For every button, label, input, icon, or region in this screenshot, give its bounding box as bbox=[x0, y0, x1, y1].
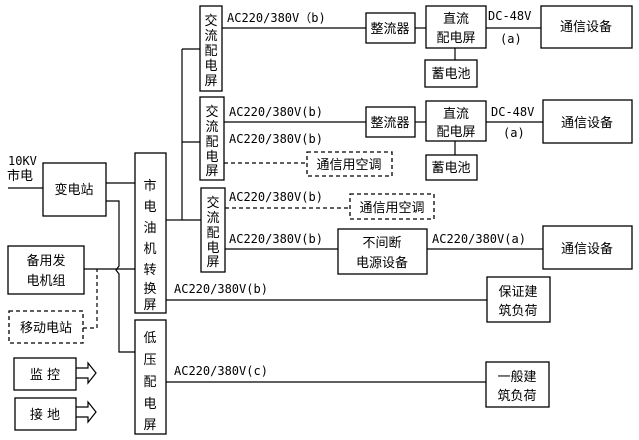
grounding-label: 接 地 bbox=[30, 407, 60, 423]
source-voltage-label: 10KV bbox=[8, 154, 37, 168]
general-load-label-line2: 筑负荷 bbox=[497, 388, 536, 404]
line-label-ac-b: AC220/380V(b) bbox=[174, 282, 268, 296]
comm-equipment-1-box[interactable]: 通信设备 bbox=[540, 5, 633, 49]
guaranteed-load-box[interactable]: 保证建 筑负荷 bbox=[486, 276, 551, 323]
line-label-ac-b: AC220/380V(b) bbox=[229, 105, 323, 119]
guaranteed-load-label-line1: 保证建 bbox=[498, 285, 537, 300]
line-label-dc: DC-48V bbox=[491, 105, 534, 119]
transfer-panel-char: 油 bbox=[143, 221, 156, 236]
line-label-ac-b: AC220/380V(b) bbox=[229, 190, 323, 204]
ac-panel-1-box[interactable]: 交 流 配 电 屏 bbox=[199, 5, 223, 92]
dc-panel-2-box[interactable]: 直流 配电屏 bbox=[425, 100, 487, 142]
comm-equipment-2-box[interactable]: 通信设备 bbox=[542, 99, 633, 144]
line-label-ac-b: AC220/380V(b) bbox=[229, 232, 323, 246]
dc-panel-label-line2: 配电屏 bbox=[436, 31, 475, 46]
monitor-label: 监 控 bbox=[30, 368, 60, 383]
ac-panel-char: 电 bbox=[206, 241, 219, 256]
transfer-panel-char: 屏 bbox=[143, 298, 156, 313]
rectifier-2-box[interactable]: 整流器 bbox=[365, 106, 416, 138]
lv-panel-char: 低 bbox=[143, 331, 156, 346]
ac-panel-char: 交 bbox=[206, 195, 219, 211]
substation-to-lvpanel-line bbox=[106, 200, 135, 353]
comm-aircon-label: 通信用空调 bbox=[359, 201, 424, 216]
battery-label: 蓄电池 bbox=[431, 161, 470, 176]
connection-lines bbox=[8, 27, 543, 424]
comm-equipment-label: 通信设备 bbox=[560, 19, 612, 35]
ups-label-line2: 电源设备 bbox=[356, 255, 408, 271]
grounding-arrow-icon bbox=[76, 400, 97, 424]
rectifier-label: 整流器 bbox=[370, 116, 409, 131]
line-label-dc: DC-48V bbox=[488, 9, 531, 23]
ac-panel-char: 配 bbox=[204, 44, 217, 59]
transfer-panel-char: 市 bbox=[143, 178, 156, 194]
comm-aircon-2-box[interactable]: 通信用空调 bbox=[349, 193, 435, 220]
ups-label-line1: 不间断 bbox=[362, 236, 401, 251]
ac-panel-char: 流 bbox=[204, 29, 217, 44]
lv-panel-char: 电 bbox=[143, 397, 156, 412]
general-load-label-line1: 一般建 bbox=[497, 369, 536, 385]
transfer-panel-char: 转 bbox=[143, 263, 156, 278]
comm-equipment-label: 通信设备 bbox=[561, 241, 613, 257]
rectifier-1-box[interactable]: 整流器 bbox=[365, 12, 416, 44]
grounding-box[interactable]: 接 地 bbox=[14, 397, 77, 431]
ac-panel-char: 屏 bbox=[206, 255, 219, 270]
ac-panel-char: 配 bbox=[205, 135, 218, 150]
monitor-arrow-icon bbox=[76, 361, 97, 385]
ac-panel-char: 流 bbox=[206, 211, 219, 226]
dc-panel-1-box[interactable]: 直流 配电屏 bbox=[425, 5, 487, 49]
generator-label-line1: 备用发 bbox=[26, 253, 65, 269]
ac-panel-char: 交 bbox=[205, 104, 218, 120]
dc-panel-label-line2: 配电屏 bbox=[436, 125, 475, 140]
battery-2-box[interactable]: 蓄电池 bbox=[425, 154, 478, 181]
mobile-to-generator-line bbox=[83, 269, 98, 329]
source-name-label: 市电 bbox=[7, 168, 33, 184]
rectifier-label: 整流器 bbox=[370, 22, 409, 37]
line-label-ac-c: AC220/380V(c) bbox=[174, 364, 268, 378]
ac-panel-char: 电 bbox=[204, 59, 217, 74]
substation-box[interactable]: 变电站 bbox=[42, 162, 107, 217]
battery-label: 蓄电池 bbox=[431, 67, 470, 82]
mobile-station-box[interactable]: 移动电站 bbox=[8, 310, 84, 344]
comm-equipment-3-box[interactable]: 通信设备 bbox=[542, 225, 633, 270]
generator-label-line2: 电机组 bbox=[26, 274, 65, 289]
line-label-dc-a: (a) bbox=[503, 126, 525, 140]
backup-generator-box[interactable]: 备用发 电机组 bbox=[7, 245, 85, 295]
ac-panel-char: 配 bbox=[206, 226, 219, 241]
lv-panel-char: 配 bbox=[143, 375, 156, 390]
battery-1-box[interactable]: 蓄电池 bbox=[424, 59, 478, 88]
line-label-dc-a: (a) bbox=[500, 32, 522, 46]
comm-equipment-label: 通信设备 bbox=[561, 115, 613, 131]
ac-panel-char: 屏 bbox=[204, 74, 217, 89]
transfer-panel-char: 机 bbox=[143, 242, 156, 257]
ac-panel-char: 电 bbox=[205, 150, 218, 165]
monitor-box[interactable]: 监 控 bbox=[13, 357, 77, 391]
substation-label: 变电站 bbox=[54, 182, 93, 198]
line-label-ac-b: AC220/380V(b) bbox=[229, 132, 323, 146]
dc-panel-label-line1: 直流 bbox=[443, 107, 469, 122]
line-label-ac-b: AC220/380V（b) bbox=[227, 11, 326, 25]
ac-panel-char: 流 bbox=[205, 120, 218, 135]
ups-box[interactable]: 不间断 电源设备 bbox=[337, 228, 428, 275]
transfer-panel-char: 换 bbox=[143, 282, 156, 297]
line-label-ac-a: AC220/380V(a) bbox=[432, 232, 526, 246]
low-voltage-panel-box[interactable]: 低 压 配 电 屏 bbox=[134, 319, 167, 435]
transfer-panel-char: 电 bbox=[143, 200, 156, 215]
comm-aircon-label: 通信用空调 bbox=[316, 158, 381, 173]
dc-panel-label-line1: 直流 bbox=[443, 12, 469, 27]
general-load-box[interactable]: 一般建 筑负荷 bbox=[485, 361, 550, 408]
transfer-panel-box[interactable]: 市 电 油 机 转 换 屏 bbox=[134, 152, 167, 314]
guaranteed-load-label-line2: 筑负荷 bbox=[498, 303, 537, 319]
lv-panel-char: 压 bbox=[143, 353, 156, 368]
ac-panel-char: 屏 bbox=[205, 164, 218, 179]
mobile-station-label: 移动电站 bbox=[20, 321, 72, 336]
comm-aircon-1-box[interactable]: 通信用空调 bbox=[306, 151, 393, 177]
ac-panel-char: 交 bbox=[204, 13, 217, 29]
ac-panel-2-box[interactable]: 交 流 配 电 屏 bbox=[199, 96, 225, 181]
ac-panel-3-box[interactable]: 交 流 配 电 屏 bbox=[200, 187, 226, 273]
lv-panel-char: 屏 bbox=[143, 418, 156, 433]
